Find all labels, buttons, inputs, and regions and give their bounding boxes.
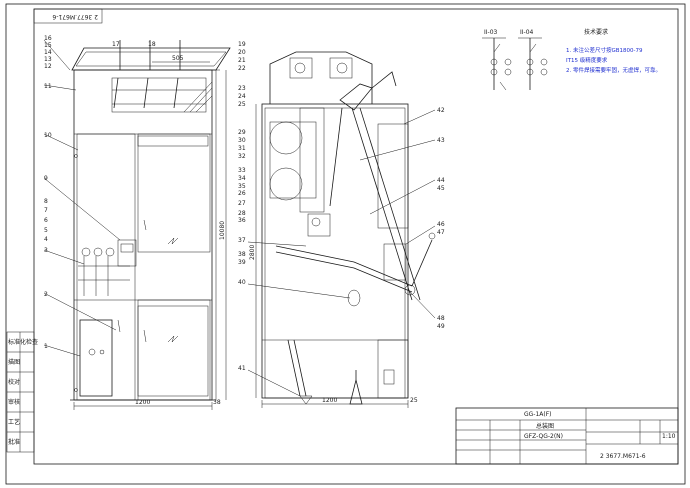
side-left-callouts: 29 30 31 32 33 34 35 36 37 38 39 40 41 <box>238 129 351 397</box>
left-approval-table: 标准化检查 描图 校对 审核 工艺 批准 <box>6 331 38 453</box>
left-row-5: 批准 <box>8 438 20 446</box>
callout-6: 6 <box>44 217 48 224</box>
callout-30: 30 <box>238 137 246 144</box>
title-scale: 1:10 <box>662 433 676 440</box>
side-right-callouts: 42 43 44 45 46 47 48 49 <box>359 107 445 330</box>
side-width-dim: 1200 <box>322 397 337 404</box>
cabinet-side <box>261 103 409 399</box>
title-block: GG-1A(F) 总装图 GFZ-QG-2(N) 1:10 2 3677.M67… <box>455 407 679 465</box>
callout-15: 15 <box>44 42 52 49</box>
callout-32: 32 <box>238 153 246 160</box>
title-main: 总装图 <box>536 422 554 430</box>
callout-18: 18 <box>148 41 156 48</box>
callout-8: 8 <box>44 198 48 205</box>
callout-28: 28 <box>238 210 246 217</box>
tech-requirements: 技术要求 1. 未注公差尺寸按GB1800-79 IT15 级精度要求 2. 零… <box>566 28 661 74</box>
rotated-number-box <box>33 8 103 24</box>
left-row-2: 校对 <box>8 378 20 386</box>
tech-item2: 2. 零件焊接需要牢固，无虚焊，可靠。 <box>566 66 661 74</box>
callout-43: 43 <box>437 137 445 144</box>
side-height-dim: 2800 <box>249 245 256 260</box>
front-view: 1200 38 505 10080 <box>43 39 231 410</box>
callout-1: 1 <box>44 343 48 350</box>
front-width-dim: 1200 <box>135 399 150 406</box>
callout-7: 7 <box>44 207 48 214</box>
callout-4: 4 <box>44 236 48 243</box>
callout-35: 35 <box>238 183 246 190</box>
callout-42: 42 <box>437 107 445 114</box>
side-view: 1200 25 2800 <box>249 51 436 408</box>
callout-12: 12 <box>44 63 52 70</box>
callout-3: 3 <box>44 247 48 254</box>
callout-5: 5 <box>44 227 48 234</box>
callout-47: 47 <box>437 229 445 236</box>
callout-27: 27 <box>238 200 246 207</box>
callout-40: 40 <box>238 279 246 286</box>
callout-44: 44 <box>437 177 445 184</box>
left-row-3: 审核 <box>8 398 20 406</box>
front-left-callouts: 16 15 14 13 12 11 10 9 8 7 6 5 4 3 2 1 <box>44 35 52 350</box>
side-depth-dim: 25 <box>410 397 418 404</box>
callout-23: 23 <box>238 85 246 92</box>
callout-37: 37 <box>238 237 246 244</box>
callout-17: 17 <box>112 41 120 48</box>
callout-14: 14 <box>44 49 52 56</box>
callout-39: 39 <box>238 259 246 266</box>
callout-38: 38 <box>238 251 246 258</box>
tech-item1-line1: 1. 未注公差尺寸按GB1800-79 <box>566 46 643 54</box>
left-row-4: 工艺 <box>8 418 20 426</box>
outer-border <box>5 3 686 485</box>
callout-26: 26 <box>238 190 246 197</box>
callout-41: 41 <box>238 365 246 372</box>
tech-item1-line2: IT15 级精度要求 <box>566 56 608 64</box>
front-depth-dim: 38 <box>213 399 221 406</box>
scheme-label-2: II-04 <box>520 29 534 36</box>
callout-22: 22 <box>238 65 246 72</box>
callout-29: 29 <box>238 129 246 136</box>
relay-box <box>79 319 113 397</box>
callout-36: 36 <box>238 217 246 224</box>
callout-16: 16 <box>44 35 52 42</box>
left-row-1: 描图 <box>8 358 20 366</box>
left-row-0: 标准化检查 <box>8 338 38 346</box>
callout-10: 10 <box>44 132 52 139</box>
callout-24: 24 <box>238 93 246 100</box>
title-subtitle: GFZ-QG-2(N) <box>524 433 563 440</box>
callout-9: 9 <box>44 175 48 182</box>
callout-33: 33 <box>238 167 246 174</box>
callout-49: 49 <box>437 323 445 330</box>
roof-hood <box>71 47 231 71</box>
callout-45: 45 <box>437 185 445 192</box>
callout-13: 13 <box>44 56 52 63</box>
left-height-dim: 10080 <box>219 221 226 240</box>
title-model: GG-1A(F) <box>524 411 552 418</box>
scheme-diagrams: II-03 II-04 <box>482 29 548 91</box>
callout-21: 21 <box>238 57 246 64</box>
callout-20: 20 <box>238 49 246 56</box>
callout-48: 48 <box>437 315 445 322</box>
rotated-drawing-number: 2 3677.M671-6 <box>52 13 98 20</box>
callout-31: 31 <box>238 145 246 152</box>
scheme-label-1: II-03 <box>484 29 498 36</box>
callout-11: 11 <box>44 83 52 90</box>
callout-2: 2 <box>44 291 48 298</box>
callout-25: 25 <box>238 101 246 108</box>
callout-46: 46 <box>437 221 445 228</box>
callout-19: 19 <box>238 41 246 48</box>
callout-34: 34 <box>238 175 246 182</box>
tech-heading: 技术要求 <box>584 28 608 36</box>
title-drawing-number: 2 3677.M671-6 <box>600 453 646 460</box>
inner-frame <box>33 8 679 465</box>
top-pitch-dim: 505 <box>172 55 184 62</box>
front-right-callouts: 19 20 21 22 23 24 25 26 27 28 <box>238 41 246 217</box>
